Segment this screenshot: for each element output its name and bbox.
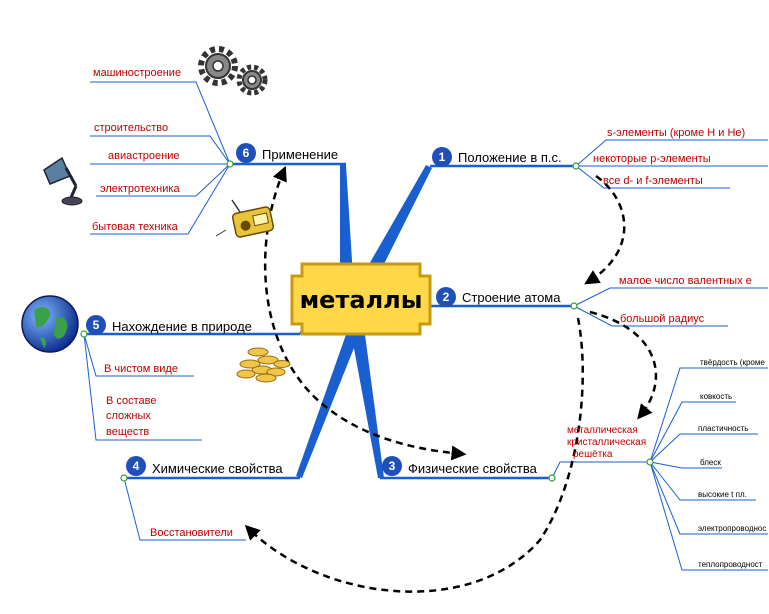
leaf-6-1[interactable]: машиностроение bbox=[93, 67, 181, 79]
leaf-5-2-line-2[interactable]: сложных bbox=[106, 410, 151, 422]
center-node[interactable]: металлы bbox=[290, 262, 432, 336]
badge-5: 5 bbox=[86, 315, 106, 335]
svg-text:5: 5 bbox=[93, 318, 100, 332]
svg-text:4: 4 bbox=[133, 459, 140, 473]
svg-text:2: 2 bbox=[443, 290, 450, 304]
prop-3-6[interactable]: электропроводнос bbox=[698, 524, 766, 533]
radio-icon bbox=[215, 199, 275, 238]
junction-dots bbox=[80, 160, 654, 482]
leaf-4-1[interactable]: Восстановители bbox=[150, 527, 233, 539]
sub-node-3-line-1[interactable]: металлическая bbox=[567, 425, 638, 436]
branch-title-1[interactable]: Положение в п.с. bbox=[458, 150, 562, 165]
leaf-lines bbox=[83, 81, 768, 571]
leaf-5-2-line-1[interactable]: В составе bbox=[106, 395, 157, 407]
badge-1: 1 bbox=[432, 147, 452, 167]
branch-title-4[interactable]: Химические свойства bbox=[152, 461, 283, 476]
prop-3-3[interactable]: пластичность bbox=[698, 424, 748, 433]
leaf-2-2[interactable]: большой радиус bbox=[620, 313, 705, 325]
sub-node-3-line-3[interactable]: решётка bbox=[573, 449, 613, 460]
branch-connector-3 bbox=[348, 312, 384, 478]
prop-3-7[interactable]: теплопроводност bbox=[698, 560, 763, 569]
leaf-5-1[interactable]: В чистом виде bbox=[104, 363, 178, 375]
sub-node-3-line-2[interactable]: кристаллическая bbox=[567, 437, 646, 448]
branch-title-3[interactable]: Физические свойства bbox=[408, 461, 538, 476]
leaf-1-2[interactable]: некоторые р-элементы bbox=[593, 153, 711, 165]
prop-3-4[interactable]: блеск bbox=[700, 458, 721, 467]
leaf-1-1[interactable]: s-элементы (кроме Н и Не) bbox=[607, 127, 745, 139]
badge-4: 4 bbox=[126, 456, 146, 476]
badge-2: 2 bbox=[436, 287, 456, 307]
svg-text:6: 6 bbox=[243, 146, 250, 160]
badge-6: 6 bbox=[236, 143, 256, 163]
coins-icon bbox=[236, 347, 291, 383]
prop-3-5[interactable]: высокие t пл. bbox=[698, 490, 747, 499]
leaf-6-5[interactable]: бытовая техника bbox=[92, 221, 179, 233]
svg-text:1: 1 bbox=[439, 150, 446, 164]
arrow-1-to-2 bbox=[584, 174, 626, 285]
leaf-5-2-line-3[interactable]: веществ bbox=[106, 426, 149, 438]
branch-title-6[interactable]: Применение bbox=[262, 147, 338, 162]
globe-icon bbox=[21, 295, 79, 353]
leaf-2-1[interactable]: малое число валентных е bbox=[619, 275, 752, 287]
arrow-6-to-3 bbox=[263, 165, 467, 461]
arrow-2-to-3props bbox=[589, 310, 658, 420]
leaf-6-4[interactable]: электротехника bbox=[100, 183, 180, 195]
badge-3: 3 bbox=[382, 456, 402, 476]
prop-3-2[interactable]: ковкость bbox=[700, 392, 732, 401]
desk-lamp-icon bbox=[43, 156, 83, 206]
leaf-1-3[interactable]: все d- и f-элементы bbox=[603, 175, 703, 187]
leaf-6-2[interactable]: строительство bbox=[94, 122, 168, 134]
arrow-2-to-4leaf bbox=[244, 317, 584, 593]
prop-3-1[interactable]: твёрдость (кроме bbox=[700, 358, 765, 367]
center-label: металлы bbox=[300, 286, 423, 314]
branch-title-2[interactable]: Строение атома bbox=[462, 290, 561, 305]
gears-icon bbox=[198, 46, 268, 96]
dashed-arrows bbox=[244, 165, 658, 593]
leaf-6-3[interactable]: авиастроение bbox=[108, 150, 179, 162]
branch-title-5[interactable]: Нахождение в природе bbox=[112, 319, 252, 334]
svg-text:3: 3 bbox=[389, 459, 396, 473]
